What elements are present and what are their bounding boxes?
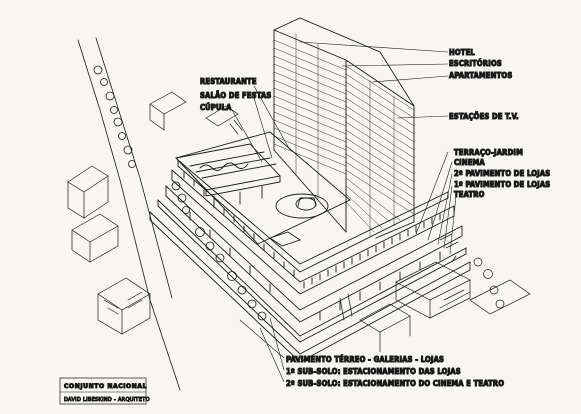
label-cupula: CÚPULA bbox=[200, 103, 232, 112]
label-restaurante: RESTAURANTE bbox=[200, 77, 257, 86]
right-buildings bbox=[339, 233, 531, 353]
label-terraco-jardim: TERRAÇO-JARDIM bbox=[454, 148, 523, 157]
label-estacoes-tv: ESTAÇÕES DE T.V. bbox=[449, 112, 519, 121]
label-2-sub-solo: 2º SUB-SOLO: ESTACIONAMENTO DO CINEMA E … bbox=[286, 379, 504, 388]
leader-lines bbox=[231, 41, 457, 383]
label-pavimento-terreo: PAVIMENTO TÉRREO - GALERIAS - LOJAS bbox=[286, 355, 444, 364]
label-2-pavimento-lojas: 2º PAVIMENTO DE LOJAS bbox=[454, 169, 550, 178]
label-salao-de-festas: SALÃO DE FESTAS bbox=[200, 91, 271, 100]
restaurant-block bbox=[175, 143, 281, 209]
tower bbox=[273, 17, 415, 239]
title-block: CONJUNTO NACIONAL DAVID LIBESKIND - ARQU… bbox=[59, 377, 150, 405]
left-buildings bbox=[67, 91, 243, 335]
label-teatro: TEATRO bbox=[454, 190, 485, 199]
title-block-name: CONJUNTO NACIONAL bbox=[64, 383, 147, 390]
podium-slabs bbox=[149, 159, 471, 363]
label-cinema: CINEMA bbox=[454, 158, 485, 167]
label-1-pavimento-lojas: 1º PAVIMENTO DE LOJAS bbox=[454, 180, 550, 189]
title-block-architect: DAVID LIBESKIND - ARQUITETO bbox=[64, 397, 150, 403]
label-escritorios: ESCRITÓRIOS bbox=[449, 59, 502, 68]
roof-terrace bbox=[175, 131, 351, 247]
label-apartamentos: APARTAMENTOS bbox=[449, 71, 512, 80]
label-1-sub-solo: 1º SUB-SOLO: ESTACIONAMENTO DAS LOJAS bbox=[286, 367, 461, 376]
label-hotel: HOTEL bbox=[449, 48, 475, 57]
